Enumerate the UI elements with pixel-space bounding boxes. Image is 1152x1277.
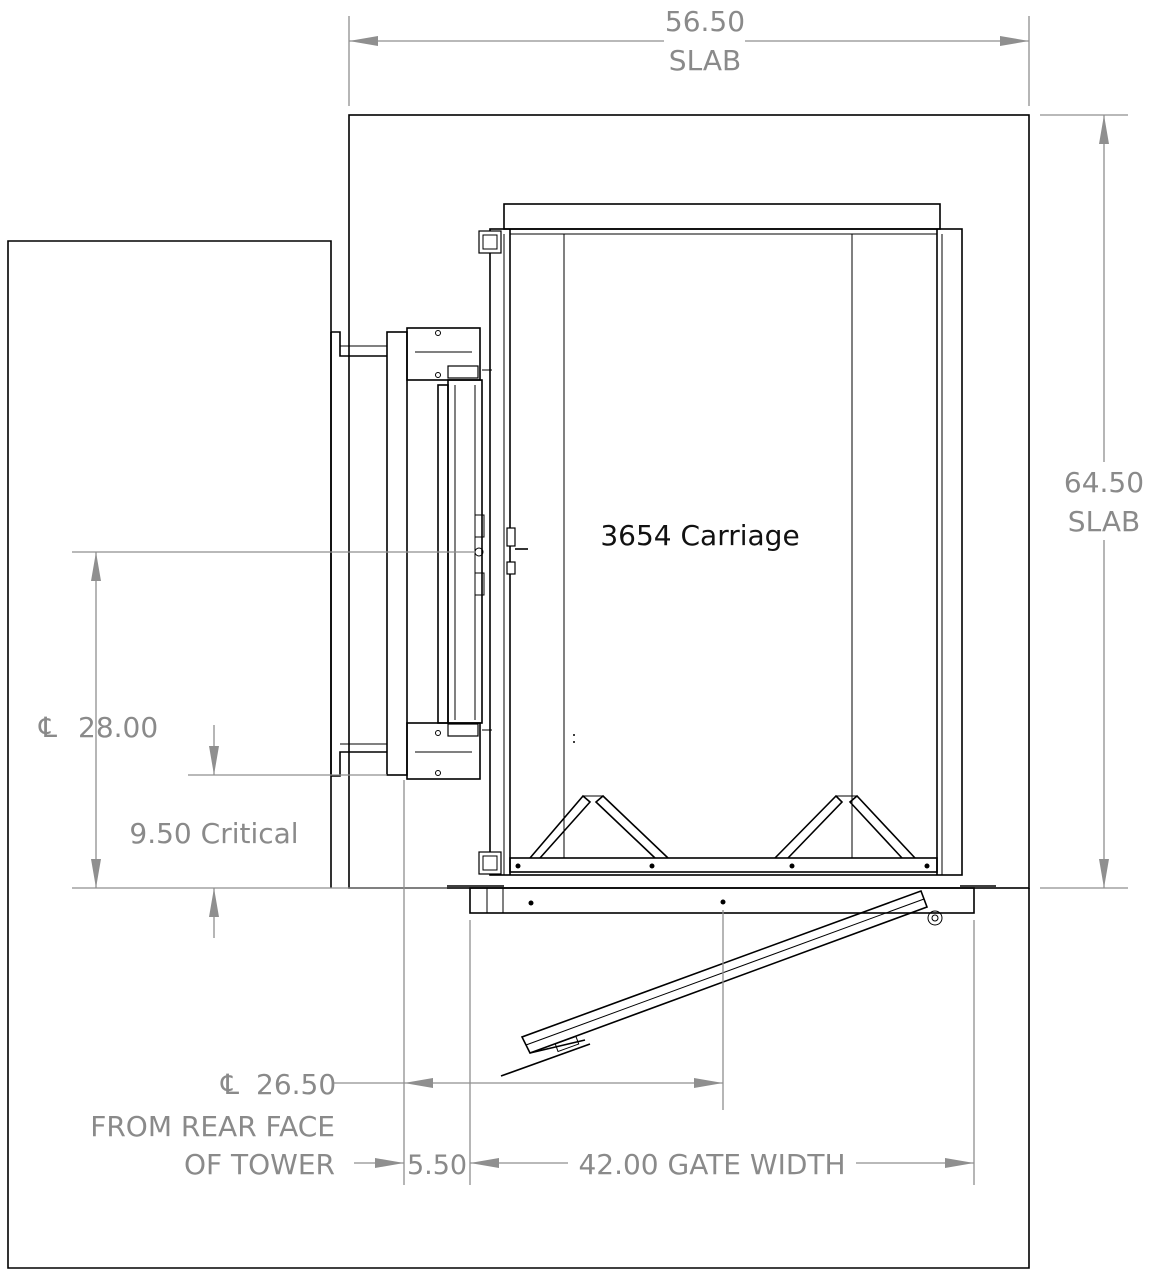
carriage: [478, 203, 963, 876]
centerline-26-symbol: ℄: [220, 1068, 239, 1101]
dimension-centerline-26: [332, 780, 975, 1185]
dimension-slab-depth: [1040, 114, 1128, 889]
slab-width-value: 56.50: [665, 5, 745, 38]
centerline-26-value: 26.50: [256, 1068, 336, 1101]
slab-depth-label: SLAB: [1068, 505, 1140, 538]
slab-outline: [7, 114, 1030, 1269]
dimension-slab-width: [348, 16, 1030, 106]
dimension-gate-width: [354, 1158, 974, 1168]
rear-face-line1: FROM REAR FACE: [90, 1110, 335, 1143]
offset-550-label: 5.50: [407, 1150, 467, 1181]
rear-face-line2: OF TOWER: [184, 1148, 335, 1181]
gate-ramp: [447, 885, 1029, 1077]
dimension-centerline-28: [72, 551, 476, 889]
tower-assembly: [330, 327, 528, 780]
slab-width-label: SLAB: [669, 44, 741, 77]
carriage-label: 3654 Carriage: [600, 519, 799, 552]
centerline-28-symbol: ℄: [38, 711, 57, 744]
gate-width-label: 42.00 GATE WIDTH: [578, 1148, 845, 1181]
slab-depth-value: 64.50: [1064, 466, 1144, 499]
dimension-critical: [188, 725, 387, 938]
centerline-28-value: 28.00: [78, 711, 158, 744]
critical-label: 9.50 Critical: [129, 817, 298, 850]
